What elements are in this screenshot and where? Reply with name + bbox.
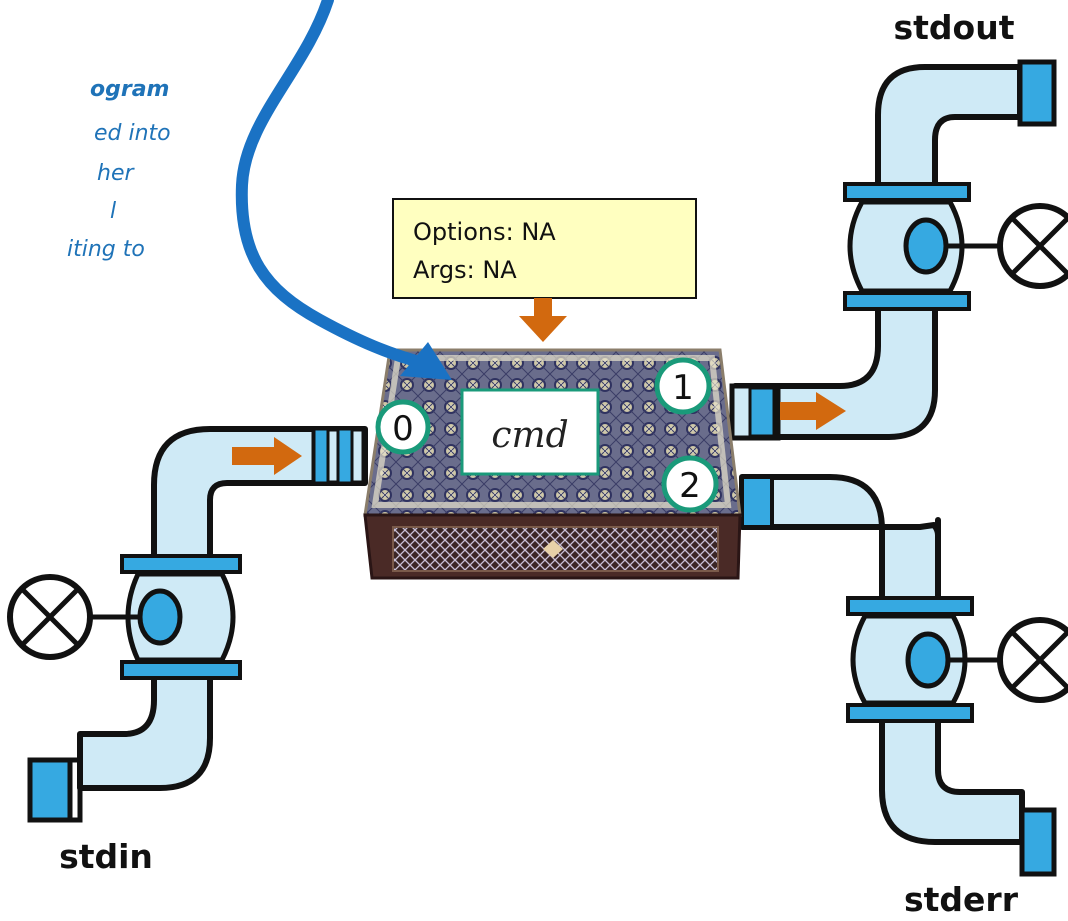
- stdin-flow-arrow: [232, 437, 302, 475]
- command-label: cmd: [491, 415, 568, 456]
- stdin-valve-handle: [7, 574, 93, 660]
- note-line-3: her: [97, 161, 135, 186]
- stderr-flange: [740, 475, 774, 529]
- args-text: Args: NA: [413, 256, 517, 284]
- note-line-1: ogram: [90, 77, 169, 102]
- fd-1-badge: 1: [654, 357, 712, 415]
- options-text: Options: NA: [413, 218, 556, 246]
- fd-2-badge: 2: [661, 455, 719, 513]
- options-box: Options: NA Args: NA: [392, 198, 697, 299]
- blue-pointer-arrow: [235, 0, 452, 380]
- note-line-4: l: [110, 199, 116, 224]
- stdout-flow-arrow: [780, 392, 846, 430]
- fd-0-label: 0: [392, 409, 414, 449]
- stderr-end-cap: [1019, 807, 1057, 877]
- stdout-label: stdout: [894, 8, 1015, 47]
- stdin-label: stdin: [59, 837, 153, 876]
- fd-2-label: 2: [679, 466, 701, 506]
- note-text: ogram ed into her l iting to: [67, 77, 171, 262]
- stdout-end-cap: [1017, 59, 1057, 127]
- stderr-pipe: [739, 474, 1068, 877]
- stdin-pipe: [7, 426, 368, 823]
- options-arrow: [519, 298, 567, 342]
- note-line-2: ed into: [94, 121, 171, 146]
- command-label-box: cmd: [460, 388, 600, 476]
- stdout-pipe: [729, 59, 1068, 441]
- note-line-5: iting to: [67, 237, 145, 262]
- stdout-valve-handle: [997, 203, 1068, 289]
- stderr-label: stderr: [904, 880, 1019, 919]
- stderr-valve-handle: [997, 617, 1068, 703]
- command-box: [363, 348, 742, 580]
- fd-0-badge: 0: [375, 399, 431, 455]
- stdin-end-cap: [27, 757, 73, 823]
- fd-1-label: 1: [672, 368, 694, 408]
